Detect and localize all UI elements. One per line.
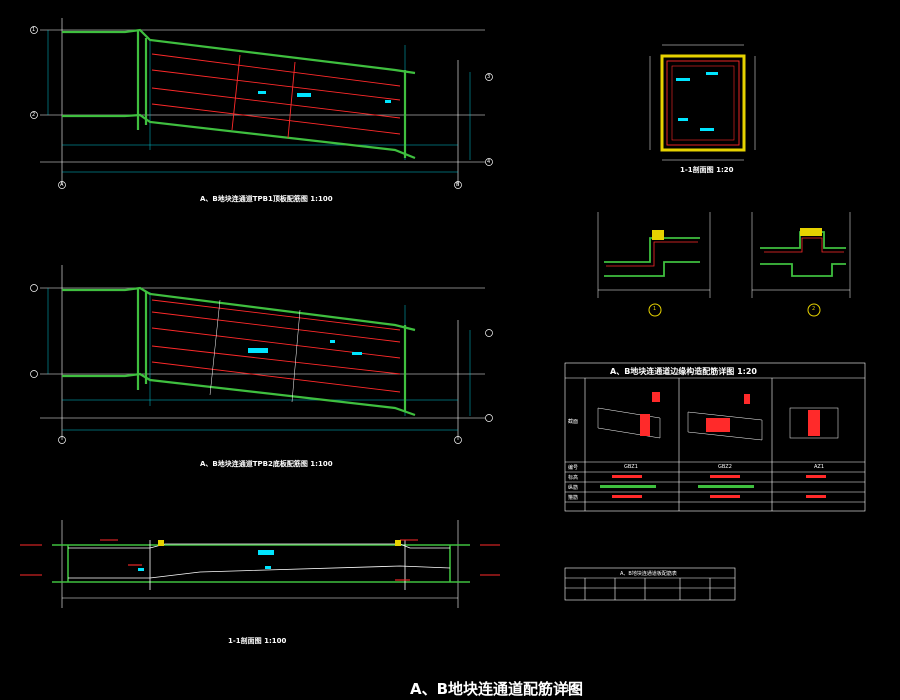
edge-table-row-section: 截面 [568,419,579,425]
plan1-title: A、B地块连通道TPB1顶板配筋图 1:100 [200,195,333,203]
edge-table-col-1: GBZ1 [624,464,638,470]
box-section [649,44,756,161]
small-table [564,567,736,601]
detail-2 [751,212,851,317]
section-long-title: 1-1剖面图 1:100 [228,637,287,645]
plan-view-1 [30,18,493,189]
edge-table-row-long: 纵筋 [568,485,579,491]
detail-1-mark: 1 [653,306,657,312]
axis-label-bottom-right: B [456,182,460,188]
section11-title: 1-1剖面图 1:20 [680,166,734,174]
plan2-title: A、B地块连通道TPB2底板配筋图 1:100 [200,460,333,468]
edge-table-col-2: GBZ2 [718,464,732,470]
edge-table-col-3: AZ1 [814,464,825,470]
axis-label-right-top: 3 [487,74,491,80]
edge-table-drawings [597,392,839,498]
edge-table-row-id: 编号 [568,465,579,471]
detail-1 [597,212,711,317]
edge-table-row-stirrup: 箍筋 [568,495,579,501]
detail-2-mark: 2 [812,306,816,312]
sheet-scale: 1:100 [556,684,582,694]
long-section [20,520,500,608]
sheet-title: A、B地块连通道配筋详图 [410,680,584,698]
edge-table-row-elev: 标高 [568,475,579,481]
plan-view-2 [30,265,493,444]
edge-table-title: A、B地块连通道边缘构造配筋详图 1:20 [610,367,757,376]
axis-label-right-bottom: 4 [487,159,491,165]
axis-label-left-top: 1 [32,27,36,33]
axis-label-left-bottom: 2 [32,112,36,118]
small-table-title: A、B地块连通道板配筋表 [620,571,677,577]
axis-label-bottom-left: A [60,182,64,188]
edge-table [564,362,866,512]
